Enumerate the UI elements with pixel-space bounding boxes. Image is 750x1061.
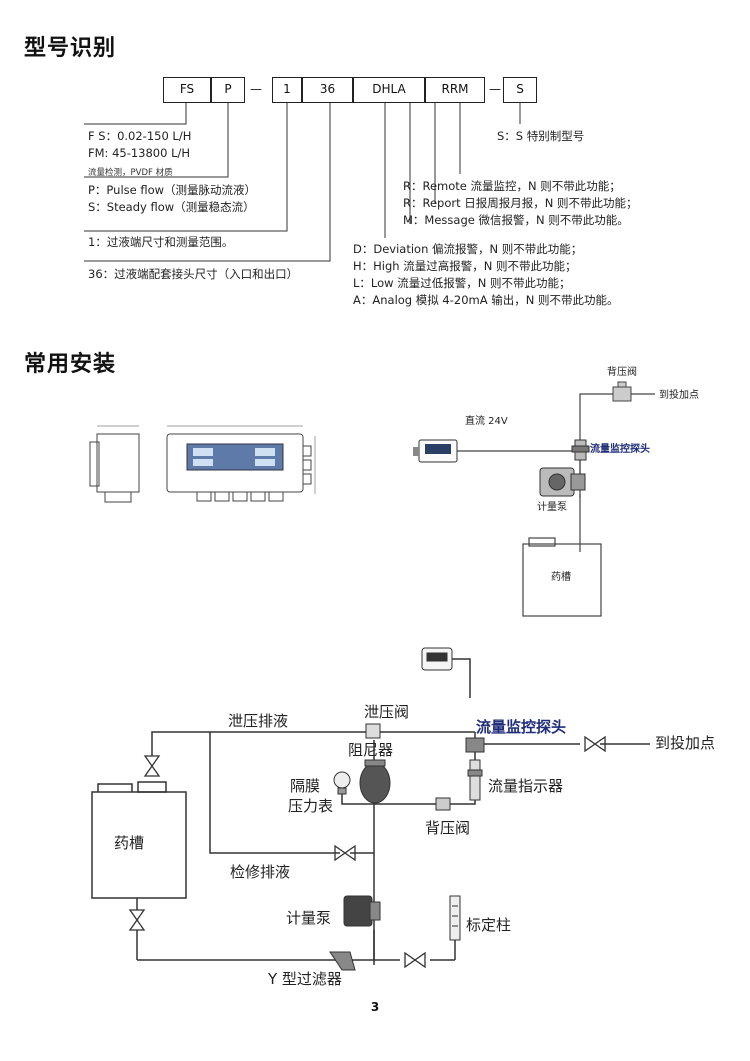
valve-service-drain-icon <box>334 844 356 862</box>
label-back-valve: 背压阀 <box>425 819 470 837</box>
back-valve-icon <box>612 381 632 402</box>
code-dhla: DHLA <box>353 77 425 103</box>
label-probe: 流量监控探头 <box>476 718 566 736</box>
calibration-column-icon <box>449 895 461 941</box>
install-schematic: 泄压排液 泄压阀 流量监控探头 到投加点 阻尼器 隔膜 压力表 流量指示器 背压… <box>91 647 715 988</box>
legend-fm: FM: 45-13800 L/H <box>88 146 191 160</box>
y-filter-icon <box>329 951 356 971</box>
label-damper: 阻尼器 <box>348 741 393 759</box>
code-rrm: RRM <box>425 77 485 103</box>
code-1: 1 <box>272 77 302 103</box>
code-p: P <box>211 77 245 103</box>
pressure-gauge-icon <box>333 771 351 795</box>
legend-size-36: 36：过液端配套接头尺寸（入口和出口） <box>88 267 299 281</box>
legend-size-1: 1：过液端尺寸和测量范围。 <box>88 235 234 249</box>
label-back-valve: 背压阀 <box>607 365 637 378</box>
controller-icon <box>421 647 453 671</box>
pump-icon <box>539 467 586 497</box>
relief-valve-icon <box>365 723 381 739</box>
code-fs: FS <box>163 77 211 103</box>
label-gauge: 压力表 <box>288 797 333 815</box>
legend-low: L：Low 流量过低报警，N 则不带此功能； <box>353 276 571 290</box>
legend-analog: A：Analog 模拟 4-20mA 输出，N 则不带此功能。 <box>353 293 619 307</box>
label-tank: 药槽 <box>551 570 571 583</box>
code-separator: — <box>250 82 262 96</box>
label-relief-drain: 泄压排液 <box>228 712 288 730</box>
legend-deviation: D：Deviation 偏流报警，N 则不带此功能； <box>353 242 583 256</box>
code-s: S <box>503 77 537 103</box>
valve-dosing-icon <box>584 735 606 753</box>
legend-remote: R：Remote 流量监控，N 则不带此功能； <box>403 179 621 193</box>
legend-special: S：S 特别制型号 <box>497 129 585 143</box>
controller-drawings <box>89 425 316 503</box>
install-diagram-simple: 背压阀 到投加点 直流 24V 流量监控探头 计量泵 药槽 <box>413 365 699 617</box>
label-dc: 直流 24V <box>465 414 508 427</box>
page-number: 3 <box>370 1000 380 1014</box>
code-36: 36 <box>302 77 353 103</box>
back-valve-icon <box>435 797 451 811</box>
label-to-dosing: 到投加点 <box>659 388 699 401</box>
label-service-drain: 检修排液 <box>230 863 290 881</box>
probe-icon <box>571 439 590 461</box>
label-tank: 药槽 <box>114 834 144 852</box>
section-title-install: 常用安装 <box>24 352 117 377</box>
label-diaphragm: 隔膜 <box>290 777 320 795</box>
legend-high: H：High 流量过高报警，N 则不带此功能； <box>353 259 577 273</box>
label-to-dosing: 到投加点 <box>655 734 715 752</box>
pump-icon <box>343 895 381 927</box>
flow-indicator-icon <box>467 759 483 801</box>
valve-tank-bottom-icon <box>128 909 146 931</box>
valve-tank-top-icon <box>143 755 161 777</box>
legend-steady: S：Steady flow（测量稳态流） <box>88 200 255 214</box>
code-separator-2: — <box>489 82 501 96</box>
legend-fs: F S：0.02-150 L/H <box>88 129 192 143</box>
label-relief-valve: 泄压阀 <box>364 703 409 721</box>
legend-pulse: P：Pulse flow（测量脉动流液） <box>88 183 257 197</box>
label-probe: 流量监控探头 <box>590 442 650 455</box>
controller-icon <box>413 439 458 463</box>
label-flow-indicator: 流量指示器 <box>488 777 563 795</box>
label-pump: 计量泵 <box>286 909 331 927</box>
label-y-filter: Y 型过滤器 <box>267 970 342 988</box>
valve-calibration-icon <box>404 951 426 969</box>
controller-side-view <box>89 425 140 503</box>
model-leader-lines <box>84 103 521 262</box>
label-pump: 计量泵 <box>537 500 567 513</box>
controller-front-view <box>166 425 316 502</box>
damper-icon <box>359 759 391 804</box>
label-calibration: 标定柱 <box>466 916 511 934</box>
legend-report: R：Report 日报周报月报，N 则不带此功能； <box>403 196 638 210</box>
probe-icon <box>465 737 485 753</box>
legend-material: 流量检测，PVDF 材质 <box>88 168 173 178</box>
legend-message: M：Message 微信报警，N 则不带此功能。 <box>403 213 629 227</box>
section-title-model: 型号识别 <box>24 36 117 61</box>
